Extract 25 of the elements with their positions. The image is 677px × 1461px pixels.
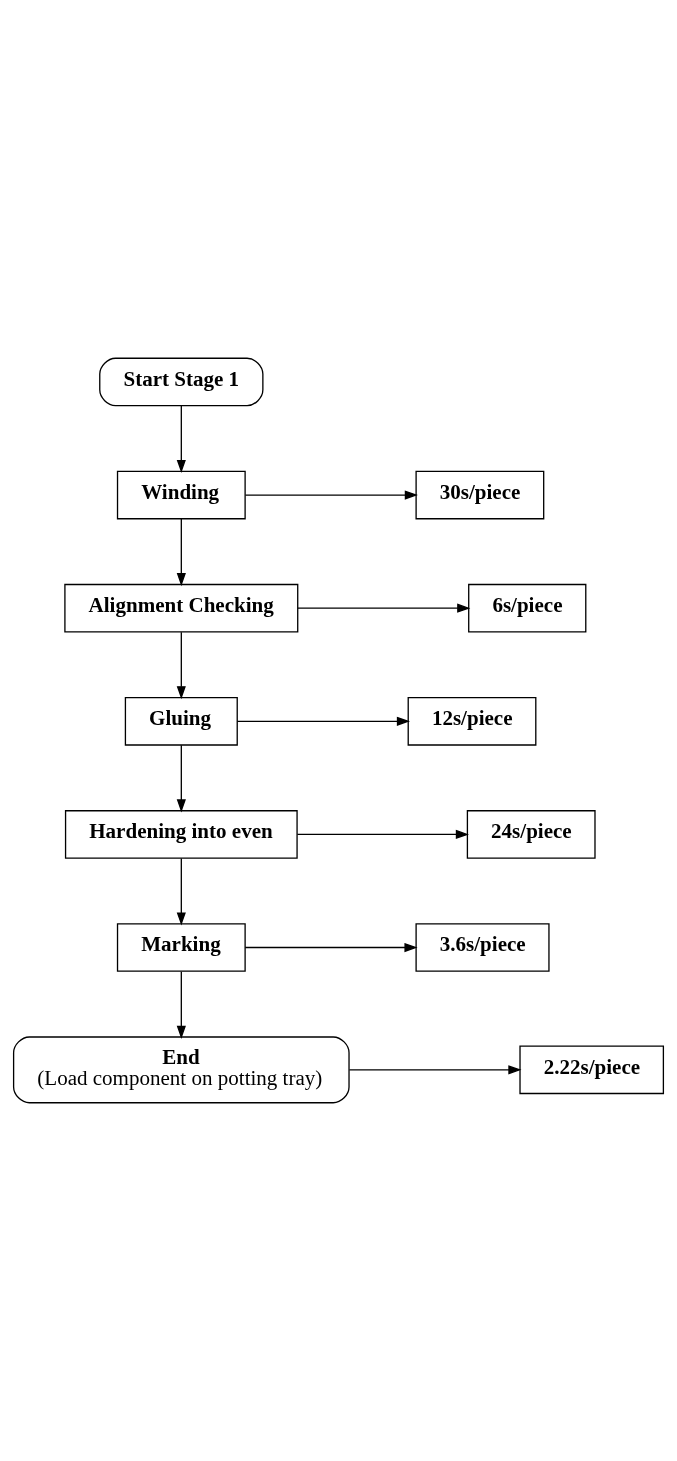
node-box: End (Load component on potting tray): [12, 1036, 350, 1104]
arrow: [297, 603, 471, 613]
node-box: 30s/piece: [415, 470, 545, 520]
arrow: [176, 518, 186, 587]
node-box: Hardening into even: [64, 810, 298, 859]
node-box: Marking: [116, 923, 246, 972]
node-box: 2.22s/piece: [519, 1045, 665, 1095]
arrow: [348, 1065, 522, 1075]
node-box: Winding: [116, 470, 246, 520]
node-box: 24s/piece: [466, 810, 596, 859]
node-box: Start Stage 1: [99, 357, 264, 407]
node-box: 12s/piece: [407, 696, 537, 746]
arrow: [176, 405, 186, 474]
arrow: [244, 490, 418, 500]
arrow: [176, 744, 186, 813]
node-box: 6s/piece: [468, 583, 587, 633]
node-box: Alignment Checking: [64, 583, 299, 633]
node-box: 3.6s/piece: [415, 923, 550, 972]
node-box: Gluing: [124, 696, 238, 746]
arrow: [296, 829, 469, 840]
arrow: [176, 631, 186, 700]
arrow: [236, 716, 411, 726]
arrow: [176, 857, 186, 926]
arrow: [244, 942, 418, 953]
arrow: [176, 971, 186, 1039]
